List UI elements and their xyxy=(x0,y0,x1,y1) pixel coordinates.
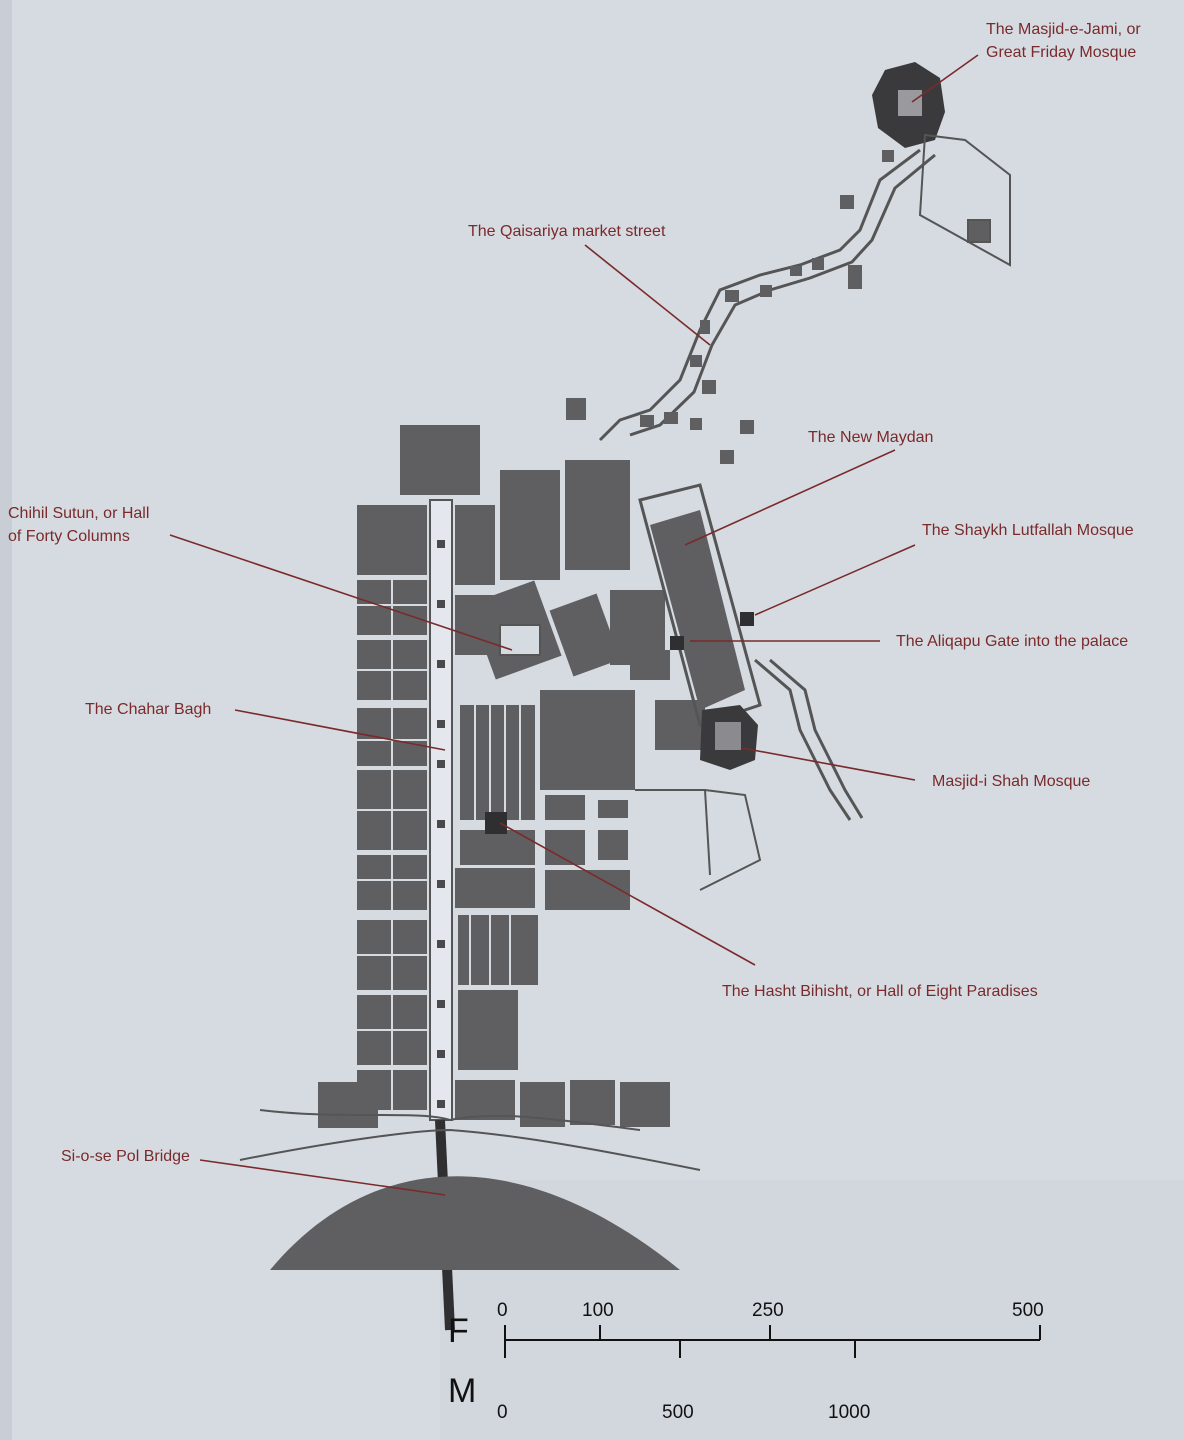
aliqapu-gate xyxy=(670,636,684,650)
label-si-o-se-pol: Si-o-se Pol Bridge xyxy=(61,1148,190,1165)
label-chihil-sutun-line1: Chihil Sutun, or Hall xyxy=(8,505,150,522)
scale-feet-letter: F xyxy=(448,1312,469,1350)
label-masjid-e-jami-line2: Great Friday Mosque xyxy=(986,44,1137,61)
bazaar-shops xyxy=(566,150,894,464)
east-gardens xyxy=(455,595,670,1127)
scale-meters-letter: M xyxy=(448,1372,477,1410)
scale-m-1000: 1000 xyxy=(828,1402,871,1423)
scale-bar xyxy=(504,1325,1041,1358)
southeast-bazaar xyxy=(754,658,864,821)
hasht-bihisht-pavilion xyxy=(485,812,507,834)
label-chihil-sutun-line2: of Forty Columns xyxy=(8,528,130,545)
south-plot-outlines xyxy=(635,789,762,891)
leader-lines xyxy=(169,54,979,1196)
label-masjid-e-jami-line1: The Masjid-e-Jami, or xyxy=(986,21,1141,38)
scale-feet-500: 500 xyxy=(1012,1300,1044,1321)
label-qaisariya: The Qaisariya market street xyxy=(468,223,666,240)
northern-blocks xyxy=(357,425,495,585)
label-hasht-bihisht: The Hasht Bihisht, or Hall of Eight Para… xyxy=(722,983,1038,1000)
label-masjid-e-jami: The Masjid-e-Jami, or Great Friday Mosqu… xyxy=(986,18,1141,64)
label-chihil-sutun: Chihil Sutun, or Hall of Forty Columns xyxy=(8,502,149,548)
masjid-i-shah-mosque xyxy=(700,705,758,770)
south-plots xyxy=(545,795,630,910)
scale-feet-100: 100 xyxy=(582,1300,614,1321)
jami-courtyard-block xyxy=(918,133,1011,267)
label-shaykh-lutfallah: The Shaykh Lutfallah Mosque xyxy=(922,522,1134,539)
palace-quarter xyxy=(468,460,705,790)
label-masjid-i-shah: Masjid-i Shah Mosque xyxy=(932,773,1091,790)
west-garden-paths xyxy=(357,580,427,1110)
scale-feet-250: 250 xyxy=(752,1300,784,1321)
shaykh-lutfallah-mosque xyxy=(740,612,754,626)
label-aliqapu: The Aliqapu Gate into the palace xyxy=(896,633,1129,650)
scale-m-0: 0 xyxy=(497,1402,508,1423)
scale-m-500: 500 xyxy=(662,1402,694,1423)
chihil-sutun xyxy=(499,624,541,656)
label-chahar-bagh: The Chahar Bagh xyxy=(85,701,212,718)
east-garden-stripes xyxy=(469,705,521,985)
label-new-maydan: The New Maydan xyxy=(808,429,934,446)
scale-feet-0: 0 xyxy=(497,1300,508,1321)
chahar-bagh-avenue xyxy=(429,499,453,1121)
zayandeh-river xyxy=(239,1109,701,1270)
masjid-e-jami xyxy=(872,62,945,148)
